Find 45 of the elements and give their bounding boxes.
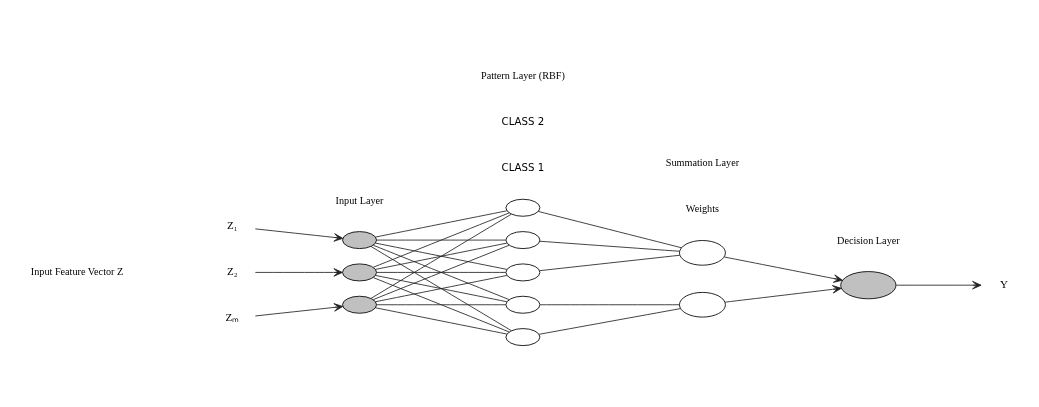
arrow [254,303,344,317]
node-circle [342,295,377,314]
connector [376,304,507,306]
label: Pattern Layer (RBF) [480,70,565,82]
node-circle [840,271,897,300]
node-text: Z₁ [227,219,238,232]
connector [538,308,681,335]
label: CLASS 1 [501,162,545,174]
connector [370,246,512,331]
node-circle [679,292,726,318]
node-circle [342,263,377,282]
connector [539,254,681,272]
arrow [724,285,842,303]
node-text: Z₂ [227,265,238,278]
label: Input Feature Vector Z [30,266,124,278]
node-circle [342,231,377,250]
connector [372,212,510,268]
label: Decision Layer [837,234,900,246]
connector [375,275,508,303]
label: CLASS 2 [501,116,545,128]
connector [539,304,680,306]
node-circle [505,198,541,217]
connector [376,239,507,241]
node-text: Y [1000,278,1009,291]
connector [376,272,507,273]
node-circle [505,231,541,250]
connector [372,277,510,333]
connector [370,213,512,299]
node-circle [505,295,541,314]
connector [375,242,508,270]
label: Input Layer [335,194,384,206]
connector [537,211,682,249]
connector [375,307,508,335]
arrow [254,228,344,242]
node-circle [505,263,541,282]
arrow [724,256,843,283]
node-circle [679,240,726,266]
arrow [254,268,343,277]
label: Weights [685,203,720,215]
connector [539,240,681,252]
label: Summation Layer [665,157,740,169]
node-circle [505,328,541,347]
node-text: Zₘ [225,311,240,324]
arrow [895,280,982,290]
connector [375,210,508,238]
